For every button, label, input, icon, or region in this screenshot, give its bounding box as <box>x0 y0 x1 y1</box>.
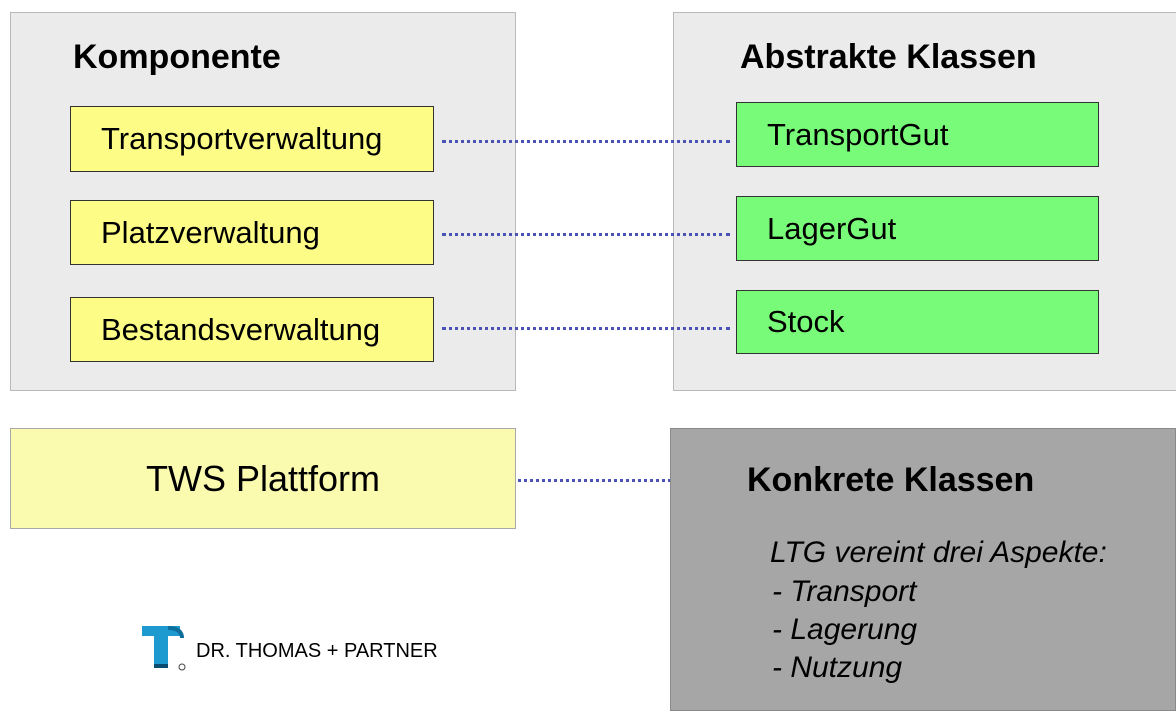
platform-label: TWS Plattform <box>145 457 381 499</box>
abstract-box-lagergut: LagerGut <box>736 196 1099 261</box>
component-box-platzverwaltung: Platzverwaltung <box>70 200 434 265</box>
abstract-panel-title: Abstrakte Klassen <box>740 38 1037 76</box>
platform-box: TWS Plattform <box>10 428 516 529</box>
component-box-transportverwaltung: Transportverwaltung <box>70 106 434 172</box>
connector-line-transport <box>442 140 730 143</box>
concrete-description: LTG vereint drei Aspekte: <box>770 536 1107 569</box>
connector-line-platz <box>442 233 730 236</box>
concrete-panel-title: Konkrete Klassen <box>747 461 1035 499</box>
aspect-item-transport: - Transport <box>772 575 917 608</box>
component-label: Platzverwaltung <box>101 214 320 250</box>
component-box-bestandsverwaltung: Bestandsverwaltung <box>70 297 434 362</box>
component-label: Transportverwaltung <box>101 121 383 156</box>
abstract-label: LagerGut <box>767 210 897 246</box>
abstract-label: TransportGut <box>767 116 949 152</box>
aspect-item-nutzung: - Nutzung <box>772 651 903 684</box>
company-name: DR. THOMAS + PARTNER <box>196 640 438 662</box>
abstract-box-transportgut: TransportGut <box>736 102 1099 167</box>
component-label: Bestandsverwaltung <box>101 311 381 347</box>
component-panel-title: Komponente <box>73 38 281 76</box>
connector-line-bestand <box>442 327 730 330</box>
connector-line-platform <box>415 479 725 482</box>
concrete-panel: Konkrete Klassen LTG vereint drei Aspekt… <box>670 428 1176 711</box>
abstract-label: Stock <box>767 304 845 339</box>
tp-logo-icon <box>142 626 186 671</box>
aspect-item-lagerung: - Lagerung <box>772 613 918 646</box>
abstract-box-stock: Stock <box>736 290 1099 354</box>
